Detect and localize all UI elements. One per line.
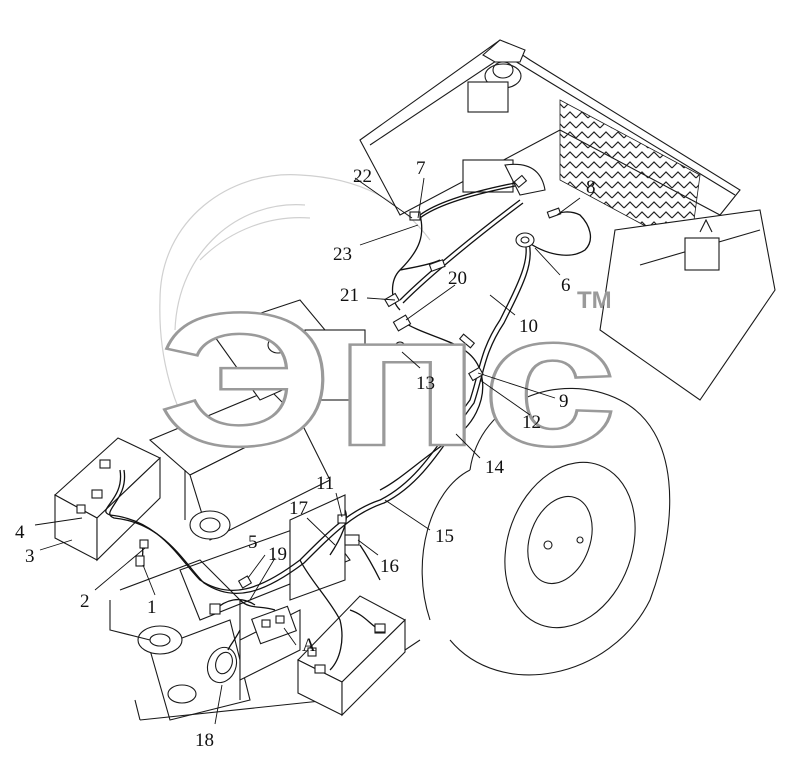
callout-1: 1	[147, 597, 157, 618]
callout-8: 8	[586, 177, 596, 198]
callout-2: 2	[80, 591, 90, 612]
battery-left	[54, 437, 161, 562]
callout-11: 11	[316, 473, 334, 494]
watermark-mark: TM	[577, 287, 612, 314]
callout-9: 9	[559, 391, 569, 412]
callout-15: 15	[435, 526, 454, 547]
battery-right	[297, 595, 406, 717]
callout-20: 20	[448, 268, 467, 289]
callout-12: 12	[522, 412, 541, 433]
callout-6: 6	[561, 275, 571, 296]
callout-17: 17	[289, 498, 308, 519]
leader-lines	[34, 177, 581, 725]
wiring-harness	[105, 174, 592, 671]
callout-labels: 1 2 3 4 5 6 7 8 9 10 11 12 13 14 15 16 1…	[15, 158, 596, 751]
horn	[206, 646, 238, 684]
callout-5: 5	[248, 532, 258, 553]
watermark: Эпс TM	[157, 273, 620, 488]
callout-16: 16	[380, 556, 399, 577]
callout-4: 4	[15, 522, 25, 543]
callout-19: 19	[268, 544, 287, 565]
watermark-text: Эпс	[158, 274, 618, 486]
callout-10: 10	[519, 316, 538, 337]
callout-14: 14	[485, 457, 505, 478]
callout-23: 23	[333, 244, 352, 265]
top-frame	[359, 39, 776, 401]
callout-21: 21	[340, 285, 359, 306]
callout-13: 13	[416, 373, 435, 394]
callout-22: 22	[353, 166, 372, 187]
front-wheel	[421, 387, 671, 676]
callout-3: 3	[25, 546, 35, 567]
callout-7: 7	[416, 158, 426, 179]
control-box-a	[250, 605, 298, 645]
callout-18: 18	[195, 730, 214, 751]
callout-a: A	[302, 635, 316, 656]
chassis	[109, 299, 421, 721]
machine-body	[54, 39, 776, 721]
